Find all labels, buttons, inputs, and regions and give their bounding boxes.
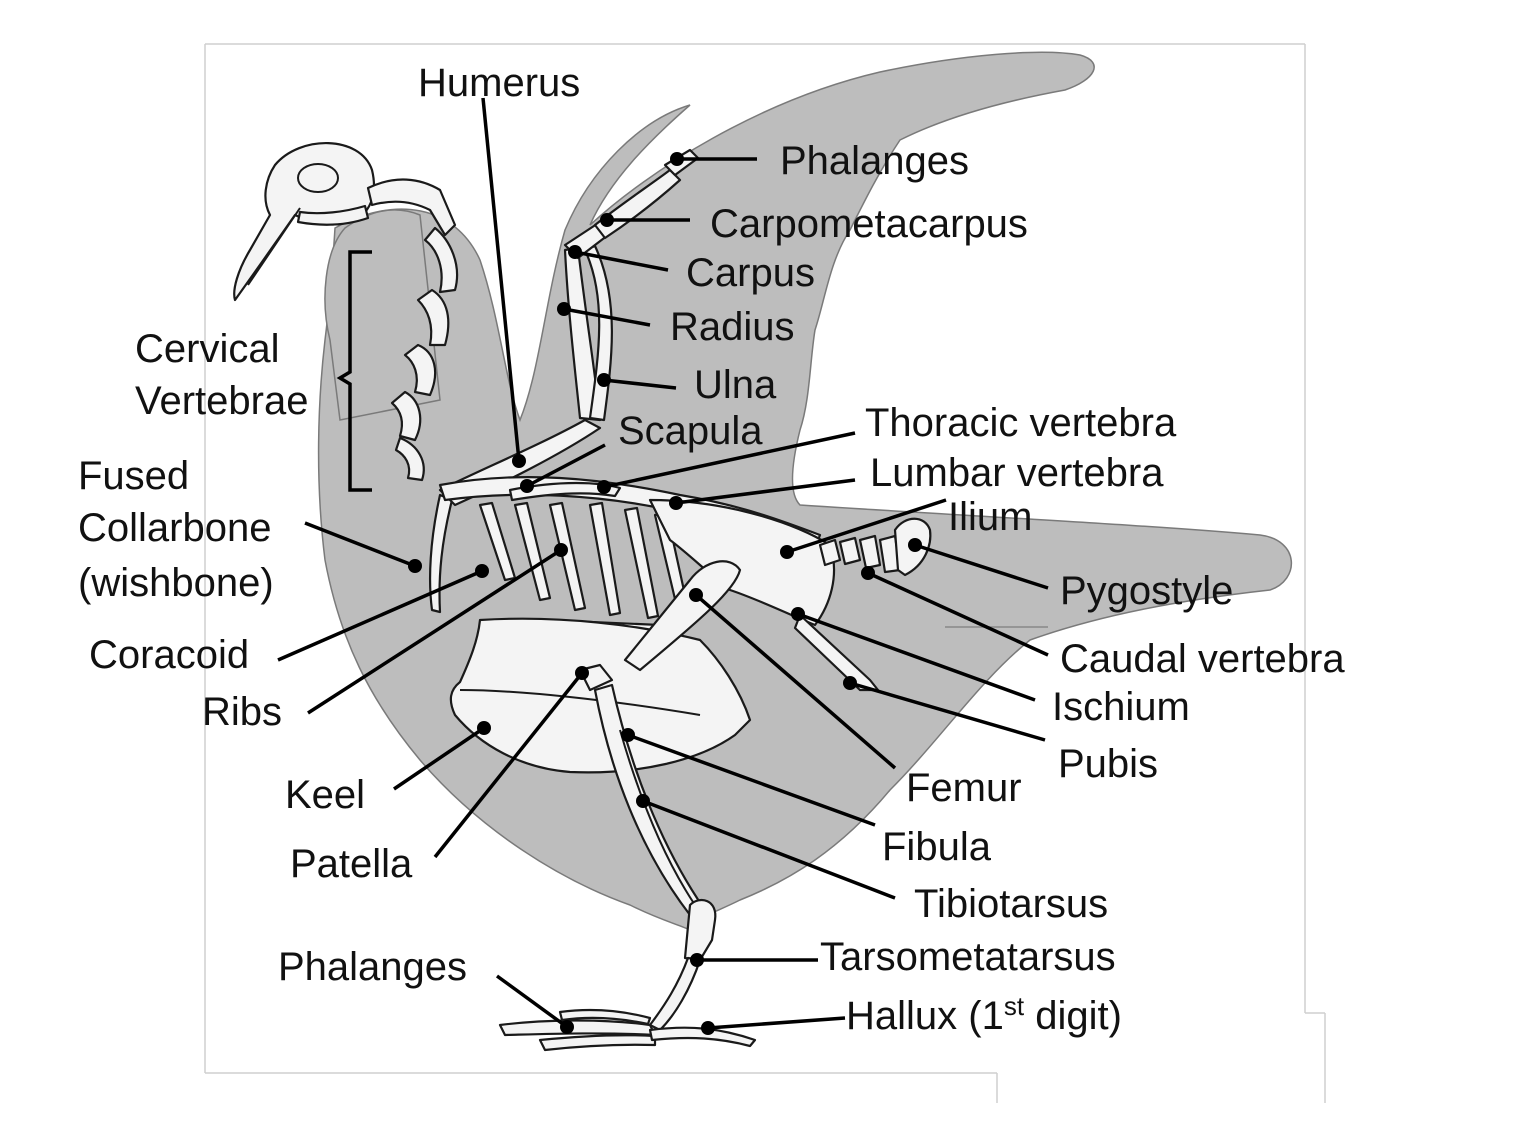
label-hallux: Hallux (1st digit): [846, 991, 1122, 1038]
label-caudal-vertebra: Caudal vertebra: [1060, 637, 1345, 681]
dot-ilium: [780, 545, 794, 559]
leader-hallux: [707, 1016, 846, 1030]
leader-femur: [694, 593, 897, 770]
label-ilium: Ilium: [948, 495, 1032, 539]
label-tibiotarsus: Tibiotarsus: [914, 882, 1108, 926]
leader-radius: [563, 307, 651, 327]
dot-humerus: [512, 454, 526, 468]
leader-humerus: [481, 97, 521, 462]
leader-ilium: [786, 498, 947, 554]
bird-neck-silhouette: [324, 209, 441, 421]
dot-caudal: [861, 566, 875, 580]
dot-fibula: [621, 728, 635, 742]
label-cervical-line2: Vertebrae: [135, 379, 308, 423]
label-hallux-suffix: digit): [1024, 994, 1122, 1038]
label-collarbone-line1: Fused: [78, 454, 189, 498]
dot-patella: [575, 666, 589, 680]
dot-thoracic: [597, 480, 611, 494]
leader-ribs: [307, 548, 562, 715]
label-femur: Femur: [906, 766, 1022, 810]
dot-ulna: [597, 373, 611, 387]
dot-lumbar: [669, 496, 683, 510]
pointer-dots: [408, 152, 922, 1035]
label-phalanges-wing: Phalanges: [780, 139, 969, 183]
dot-pygostyle: [908, 538, 922, 552]
leader-pygostyle: [914, 543, 1049, 590]
leader-lumbar: [675, 478, 856, 505]
leader-phalanges-foot: [495, 974, 569, 1029]
label-ischium: Ischium: [1052, 685, 1190, 729]
label-collarbone-line2: Collarbone: [78, 506, 271, 550]
leader-thoracic: [603, 431, 856, 489]
label-cervical-line1: Cervical: [135, 327, 279, 371]
leader-scapula: [526, 443, 606, 488]
keel-ridge: [459, 689, 701, 716]
leader-carpus: [574, 250, 669, 272]
label-hallux-prefix: Hallux (1: [846, 994, 1004, 1038]
label-coracoid: Coracoid: [89, 633, 249, 677]
label-carpus: Carpus: [686, 251, 815, 295]
cervical-vertebrae: [366, 178, 459, 482]
label-pubis: Pubis: [1058, 742, 1158, 786]
label-hallux-superscript: st: [1004, 991, 1025, 1021]
label-radius: Radius: [670, 305, 795, 349]
label-ribs: Ribs: [202, 690, 282, 734]
leader-patella: [433, 671, 584, 859]
dot-collarbone: [408, 559, 422, 573]
dot-keel: [477, 721, 491, 735]
dot-tarsometatarsus: [690, 953, 704, 967]
dot-ischium: [791, 607, 805, 621]
leader-coracoid: [277, 569, 483, 662]
label-carpometacarpus: Carpometacarpus: [710, 202, 1028, 246]
label-lumbar-vertebra: Lumbar vertebra: [870, 451, 1164, 495]
dot-femur: [689, 588, 703, 602]
dot-phalanges-foot: [560, 1020, 574, 1034]
label-ulna: Ulna: [694, 363, 777, 407]
leader-keel: [393, 726, 485, 791]
labels: Humerus Phalanges Carpometacarpus Carpus…: [78, 61, 1345, 1038]
leader-tibiotarsus: [642, 799, 896, 900]
dot-hallux: [701, 1021, 715, 1035]
leg-bones: [578, 560, 742, 1032]
dot-radius: [557, 302, 571, 316]
label-thoracic-vertebra: Thoracic vertebra: [865, 401, 1177, 445]
label-scapula: Scapula: [618, 409, 763, 453]
label-pygostyle: Pygostyle: [1060, 569, 1233, 613]
leader-fibula: [627, 733, 876, 827]
dot-scapula: [520, 479, 534, 493]
dot-ribs: [554, 543, 568, 557]
label-fibula: Fibula: [882, 825, 992, 869]
dot-carpometacarpus: [600, 213, 614, 227]
dot-phalanges-wing: [670, 152, 684, 166]
leader-ischium: [797, 612, 1036, 702]
wishbone: [429, 493, 454, 614]
label-humerus: Humerus: [418, 61, 580, 105]
leader-pubis: [849, 681, 1046, 742]
image-frame: [204, 43, 1326, 1103]
label-keel: Keel: [285, 773, 365, 817]
dot-pubis: [843, 676, 857, 690]
label-patella: Patella: [290, 842, 413, 886]
label-phalanges-foot: Phalanges: [278, 945, 467, 989]
leader-lines: [277, 97, 1049, 1030]
skull: [233, 142, 376, 302]
dot-carpus: [568, 245, 582, 259]
dot-tibiotarsus: [636, 794, 650, 808]
dot-coracoid: [475, 564, 489, 578]
leader-caudal: [867, 571, 1049, 657]
leader-ulna: [603, 378, 677, 390]
foot-bones: [498, 1008, 757, 1052]
label-tarsometatarsus: Tarsometatarsus: [820, 935, 1116, 979]
label-collarbone-line3: (wishbone): [78, 561, 274, 605]
leader-collarbone: [304, 521, 416, 568]
cervical-bracket: [336, 250, 372, 492]
